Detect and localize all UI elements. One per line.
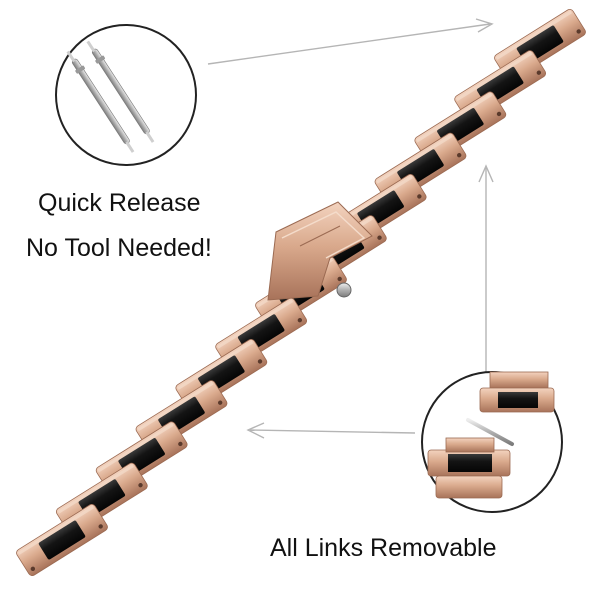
band-link <box>16 504 108 576</box>
arrow-up-to-band <box>478 164 494 372</box>
release-button <box>336 282 352 298</box>
spring-bar-inset <box>55 24 197 166</box>
arrow-to-top-end <box>207 18 494 65</box>
no-tool-caption: No Tool Needed! <box>26 234 212 262</box>
quick-release-caption: Quick Release <box>38 189 201 217</box>
spring-bar-pins-icon <box>66 40 155 153</box>
links-removable-inset <box>421 371 563 513</box>
arrow-left-to-band <box>246 422 416 439</box>
all-links-caption: All Links Removable <box>270 534 497 562</box>
arrows <box>207 18 494 439</box>
butterfly-clasp <box>267 201 373 301</box>
removed-link-with-pin-icon <box>427 371 555 499</box>
